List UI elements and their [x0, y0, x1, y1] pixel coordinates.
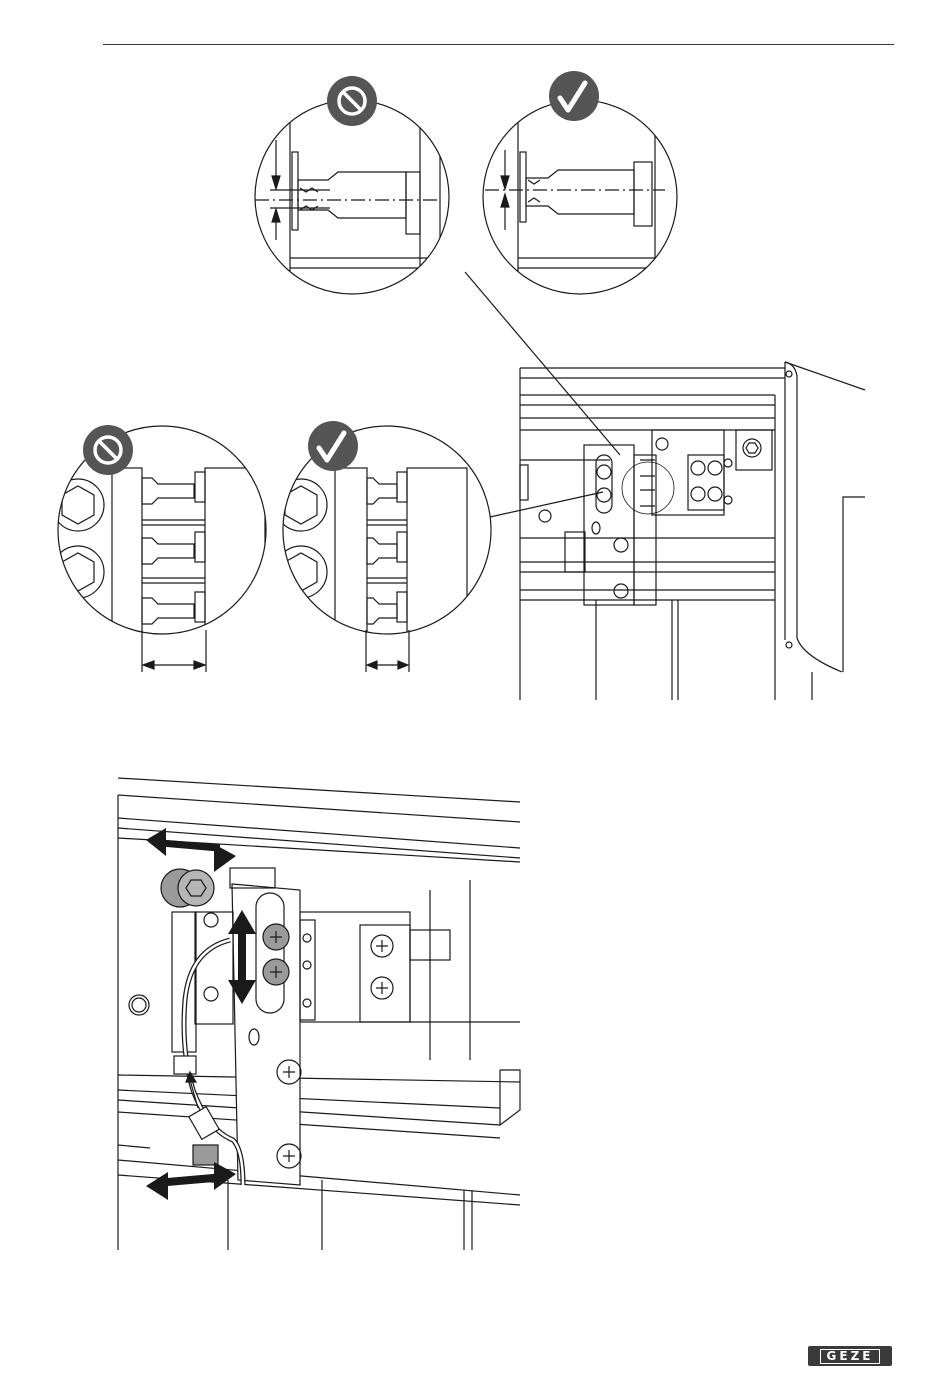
logo-text: GEZE	[820, 1349, 881, 1364]
horizontal-adjust-arrow-bottom	[146, 1162, 236, 1200]
check-icon	[308, 421, 358, 471]
magnifier-top-left	[255, 100, 450, 300]
magnifier-mid-left	[52, 426, 266, 672]
not-allowed-icon	[83, 425, 133, 475]
check-icon	[549, 71, 599, 121]
not-allowed-icon	[327, 76, 377, 126]
overview-assembly	[520, 362, 865, 700]
leader-line	[490, 492, 603, 517]
geze-logo: GEZE	[808, 1346, 892, 1366]
magnifier-top-right	[483, 100, 680, 300]
leader-line	[465, 272, 620, 455]
magnifier-mid-right	[275, 426, 491, 672]
horizontal-adjust-arrow-top	[146, 828, 236, 872]
